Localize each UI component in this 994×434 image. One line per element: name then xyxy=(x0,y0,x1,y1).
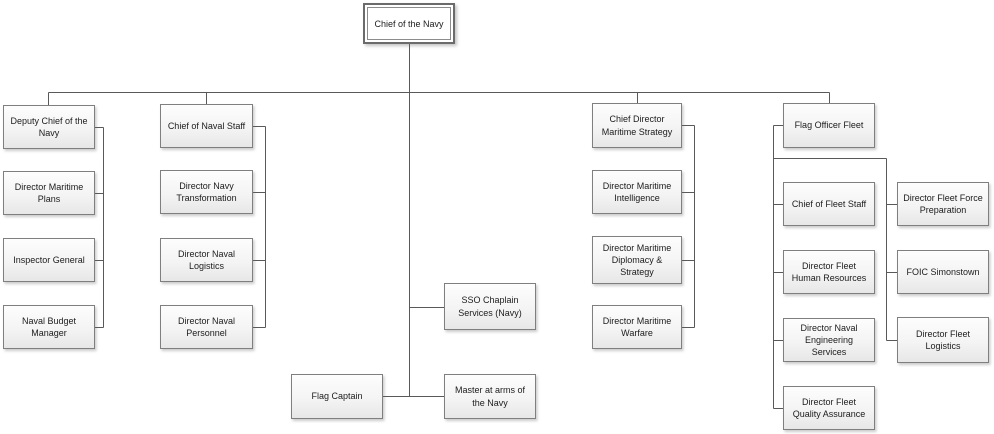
node-director-maritime-diplomacy-strategy: Director Maritime Diplomacy & Strategy xyxy=(592,236,682,284)
node-director-navy-transformation: Director Navy Transformation xyxy=(160,170,253,214)
connector-branch-naval-staff xyxy=(253,126,266,328)
node-director-naval-engineering-services: Director Naval Engineering Services xyxy=(783,318,875,362)
node-director-maritime-intelligence: Director Maritime Intelligence xyxy=(592,170,682,214)
connector-branch-deputy xyxy=(95,127,104,328)
node-deputy-chief-of-the-navy: Deputy Chief of the Navy xyxy=(3,105,95,149)
node-director-naval-personnel: Director Naval Personnel xyxy=(160,305,253,349)
node-director-fleet-force-preparation: Director Fleet Force Preparation xyxy=(897,182,989,226)
node-inspector-general: Inspector General xyxy=(3,238,95,282)
node-naval-budget-manager: Naval Budget Manager xyxy=(3,305,95,349)
node-director-fleet-quality-assurance: Director Fleet Quality Assurance xyxy=(783,386,875,430)
node-director-naval-logistics: Director Naval Logistics xyxy=(160,238,253,282)
node-chief-of-naval-staff: Chief of Naval Staff xyxy=(160,104,253,148)
node-flag-officer-fleet: Flag Officer Fleet xyxy=(783,103,875,148)
node-director-fleet-logistics: Director Fleet Logistics xyxy=(897,317,989,363)
node-flag-captain: Flag Captain xyxy=(291,374,383,419)
node-chief-director-maritime-strategy: Chief Director Maritime Strategy xyxy=(592,103,682,148)
node-director-fleet-human-resources: Director Fleet Human Resources xyxy=(783,250,875,294)
connector-branch-maritime-strategy xyxy=(682,125,695,328)
node-sso-chaplain-services: SSO Chaplain Services (Navy) xyxy=(444,283,536,330)
node-foic-simonstown: FOIC Simonstown xyxy=(897,250,989,294)
node-chief-of-fleet-staff: Chief of Fleet Staff xyxy=(783,182,875,226)
node-chief-of-the-navy: Chief of the Navy xyxy=(363,3,455,44)
connector-staff-offices xyxy=(383,307,444,397)
node-director-maritime-plans: Director Maritime Plans xyxy=(3,171,95,215)
node-director-maritime-warfare: Director Maritime Warfare xyxy=(592,305,682,349)
node-master-at-arms: Master at arms of the Navy xyxy=(444,374,536,419)
node-chief-of-the-navy-label: Chief of the Navy xyxy=(367,7,451,40)
